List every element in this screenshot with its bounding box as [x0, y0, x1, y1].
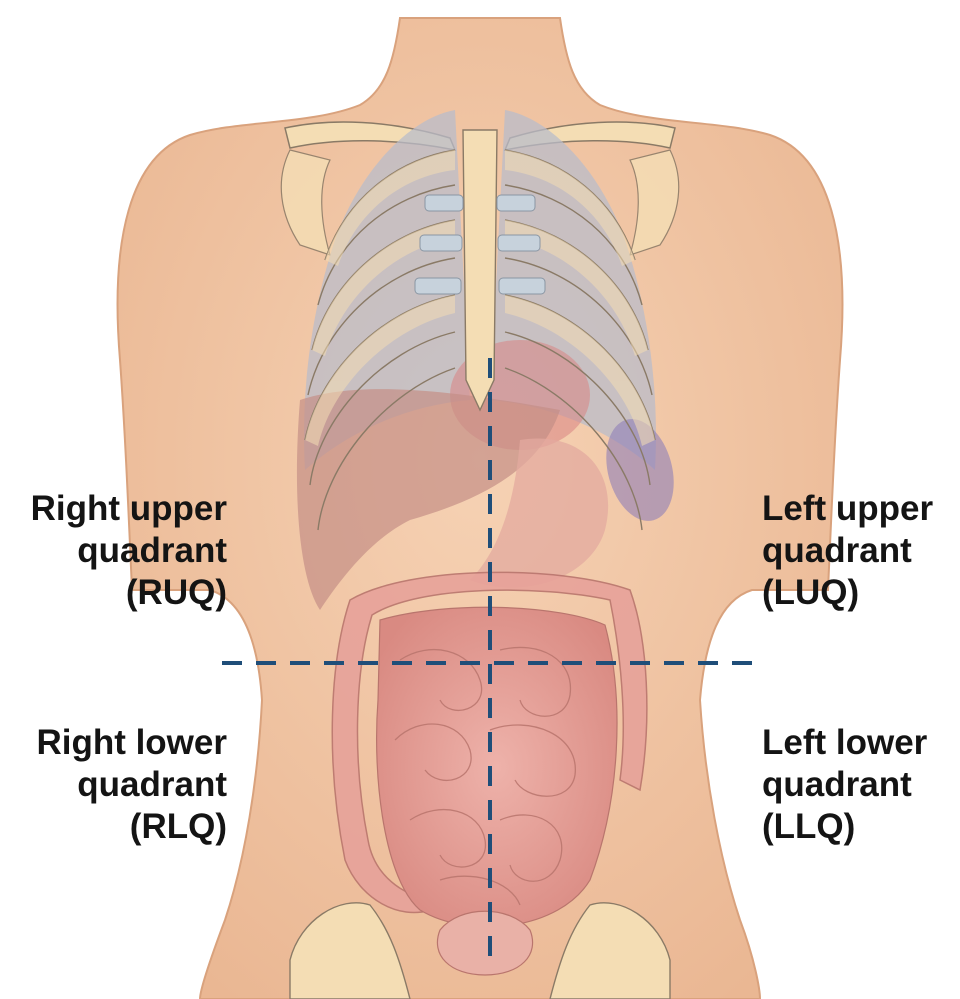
costal-cartilage [414, 194, 546, 295]
sternum [462, 129, 498, 412]
rib-bands [305, 150, 655, 446]
rlq-line-2: quadrant [77, 765, 227, 804]
pelvis-left [549, 902, 671, 999]
small-intestine [376, 606, 618, 928]
luq-line-2: quadrant [762, 531, 912, 570]
right-scapula [280, 149, 331, 256]
label-left-lower-quadrant: Left lower quadrant (LLQ) [762, 722, 927, 848]
rlq-line-3: (RLQ) [129, 807, 227, 846]
luq-line-1: Left upper [762, 489, 934, 528]
bladder [436, 910, 534, 976]
left-scapula [629, 149, 680, 256]
ruq-line-2: quadrant [77, 531, 227, 570]
ruq-line-1: Right upper [30, 489, 227, 528]
rlq-line-1: Right lower [36, 723, 227, 762]
ruq-line-3: (RUQ) [125, 573, 227, 612]
luq-line-3: (LUQ) [762, 573, 860, 612]
intestine-folds [394, 646, 576, 906]
stomach [470, 438, 609, 588]
llq-line-3: (LLQ) [762, 807, 856, 846]
large-intestine [331, 571, 648, 914]
llq-line-2: quadrant [762, 765, 912, 804]
label-left-upper-quadrant: Left upper quadrant (LUQ) [762, 488, 933, 614]
liver [296, 389, 560, 610]
label-right-upper-quadrant: Right upper quadrant (RUQ) [31, 488, 227, 614]
llq-line-1: Left lower [762, 723, 928, 762]
label-right-lower-quadrant: Right lower quadrant (RLQ) [36, 722, 227, 848]
spleen [606, 419, 674, 521]
pelvis [289, 902, 411, 999]
torso-skin [116, 17, 844, 999]
